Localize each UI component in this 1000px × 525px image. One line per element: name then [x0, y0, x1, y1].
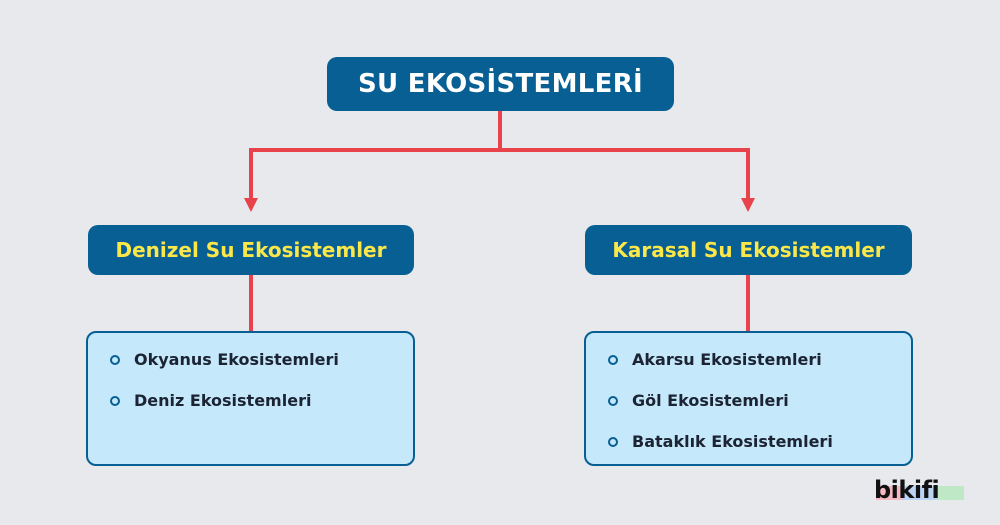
list-item: Bataklık Ekosistemleri [608, 431, 911, 452]
logo-text: bikifi [874, 476, 940, 504]
logo-highlight [876, 486, 964, 500]
bullet-icon [608, 395, 618, 406]
arrow-head-left [244, 198, 258, 212]
list-item: Akarsu Ekosistemleri [608, 349, 911, 370]
connector-root-to-right [500, 148, 750, 205]
root-node: SU EKOSİSTEMLERİ [327, 57, 674, 111]
list-item-label: Okyanus Ekosistemleri [134, 350, 339, 369]
list-item-label: Deniz Ekosistemleri [134, 391, 312, 410]
connector-root-to-branches [249, 111, 502, 205]
branch-node-freshwater-label: Karasal Su Ekosistemler [612, 238, 885, 262]
branch-node-marine: Denizel Su Ekosistemler [88, 225, 414, 275]
branch-node-freshwater: Karasal Su Ekosistemler [585, 225, 912, 275]
freshwater-list: Akarsu Ekosistemleri Göl Ekosistemleri B… [584, 331, 913, 466]
brand-logo: bikifi [874, 476, 964, 508]
bullet-icon [608, 354, 618, 365]
bullet-icon [110, 354, 120, 365]
bullet-icon [110, 395, 120, 406]
list-item-label: Göl Ekosistemleri [632, 391, 789, 410]
arrow-head-right [741, 198, 755, 212]
bullet-icon [608, 436, 618, 447]
root-node-label: SU EKOSİSTEMLERİ [357, 69, 644, 99]
marine-list: Okyanus Ekosistemleri Deniz Ekosistemler… [86, 331, 415, 466]
branch-node-marine-label: Denizel Su Ekosistemler [115, 238, 387, 262]
list-item: Deniz Ekosistemleri [110, 390, 413, 411]
list-item-label: Akarsu Ekosistemleri [632, 350, 822, 369]
list-item: Göl Ekosistemleri [608, 390, 911, 411]
list-item: Okyanus Ekosistemleri [110, 349, 413, 370]
list-item-label: Bataklık Ekosistemleri [632, 432, 833, 451]
